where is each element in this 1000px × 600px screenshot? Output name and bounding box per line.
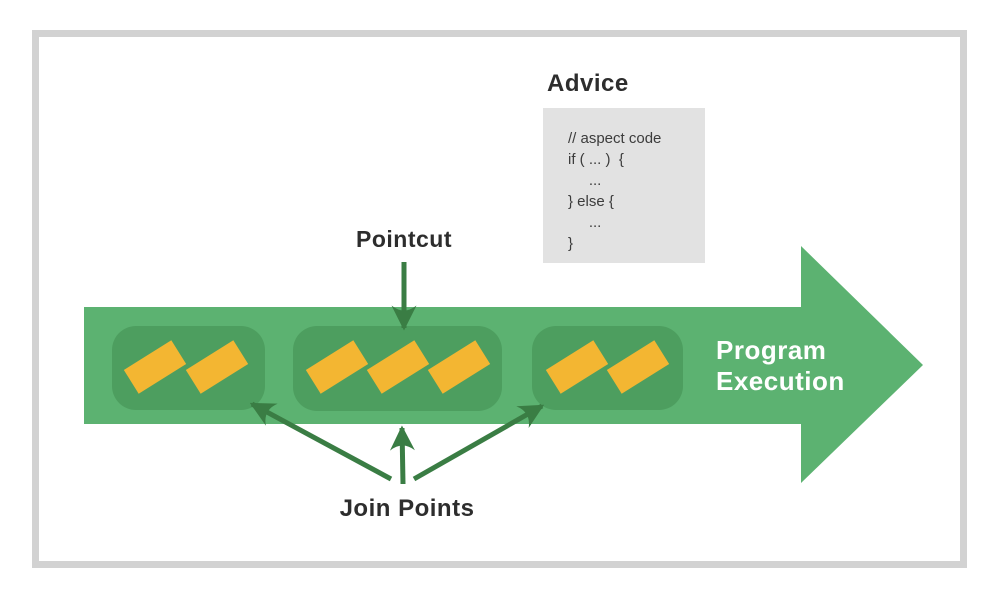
join-points-arrow-right: [412, 403, 545, 482]
advice-code-line: // aspect code: [568, 130, 662, 147]
program-execution-line2: Execution: [716, 366, 845, 396]
advice-code: // aspect code if ( ... ) { ... } else { .…: [543, 108, 705, 254]
program-execution-line1: Program: [716, 335, 827, 365]
advice-code-line: }: [568, 235, 574, 252]
advice-code-box: // aspect code if ( ... ) { ... } else { .…: [543, 108, 705, 263]
join-points-arrow-left: [249, 401, 393, 482]
advice-title: Advice: [547, 70, 629, 97]
join-points-label: Join Points: [339, 495, 475, 522]
join-point-chip: [123, 340, 187, 394]
pointcut-label: Pointcut: [356, 226, 452, 252]
program-execution-label: Program Execution: [716, 335, 845, 397]
join-point-chip: [606, 340, 670, 394]
advice-code-line: if ( ... ) {: [568, 151, 624, 168]
join-point-chip: [427, 340, 491, 394]
advice-code-line: } else {: [568, 193, 614, 210]
advice-code-line: ...: [568, 172, 602, 189]
join-point-chip: [305, 340, 369, 394]
join-points-arrow-middle: [389, 425, 415, 485]
join-point-chip: [545, 340, 609, 394]
join-point-chip: [366, 340, 430, 394]
join-point-chip: [185, 340, 249, 394]
advice-code-line: ...: [568, 214, 602, 231]
diagram-frame-border: [32, 30, 967, 568]
